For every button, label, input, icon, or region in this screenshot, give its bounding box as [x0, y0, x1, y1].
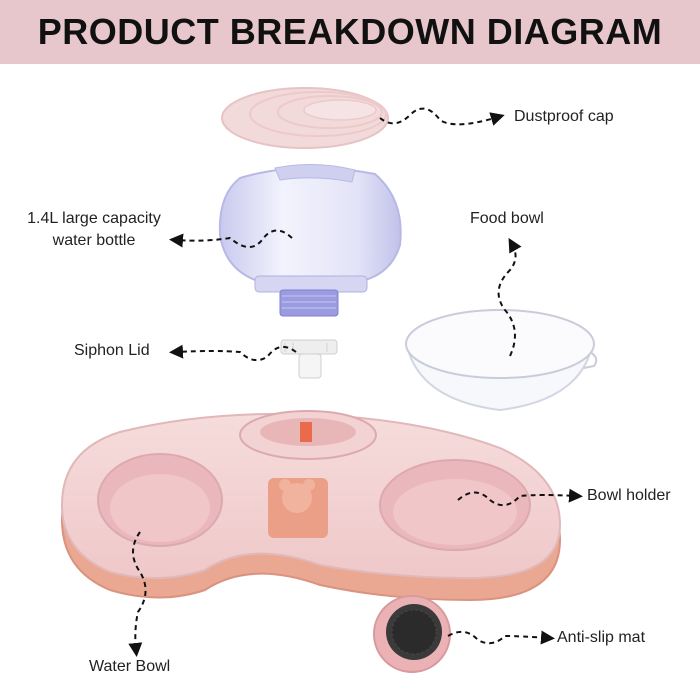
- arrow-anti-slip-mat: [447, 630, 555, 645]
- arrow-bowl-holder: [457, 488, 583, 507]
- label-water-bottle-line1: 1.4L large capacity: [27, 210, 161, 227]
- header-banner: PRODUCT BREAKDOWN DIAGRAM: [0, 0, 700, 64]
- diagram-title: PRODUCT BREAKDOWN DIAGRAM: [37, 11, 663, 52]
- dustproof-cap: [221, 87, 389, 149]
- arrow-water-bottle: [169, 229, 293, 248]
- label-siphon-lid: Siphon Lid: [74, 342, 150, 359]
- label-bowl-holder: Bowl holder: [587, 487, 671, 504]
- feeder-base: [60, 410, 562, 602]
- label-anti-slip-mat: Anti-slip mat: [557, 629, 646, 646]
- siphon-lid: [280, 339, 338, 379]
- arrow-siphon-lid: [169, 344, 297, 362]
- anti-slip-mat: [373, 595, 451, 673]
- label-food-bowl: Food bowl: [470, 210, 544, 227]
- callout-arrows: [128, 107, 583, 657]
- label-water-bottle-line2: water bottle: [52, 232, 136, 249]
- label-dustproof-cap: Dustproof cap: [514, 108, 614, 125]
- arrow-dustproof-cap: [379, 107, 505, 126]
- label-water-bottle: 1.4L large capacity water bottle: [14, 208, 174, 252]
- food-bowl: [405, 309, 598, 412]
- arrow-water-bowl: [128, 531, 147, 657]
- water-bottle: [218, 163, 402, 317]
- label-water-bowl: Water Bowl: [89, 658, 171, 675]
